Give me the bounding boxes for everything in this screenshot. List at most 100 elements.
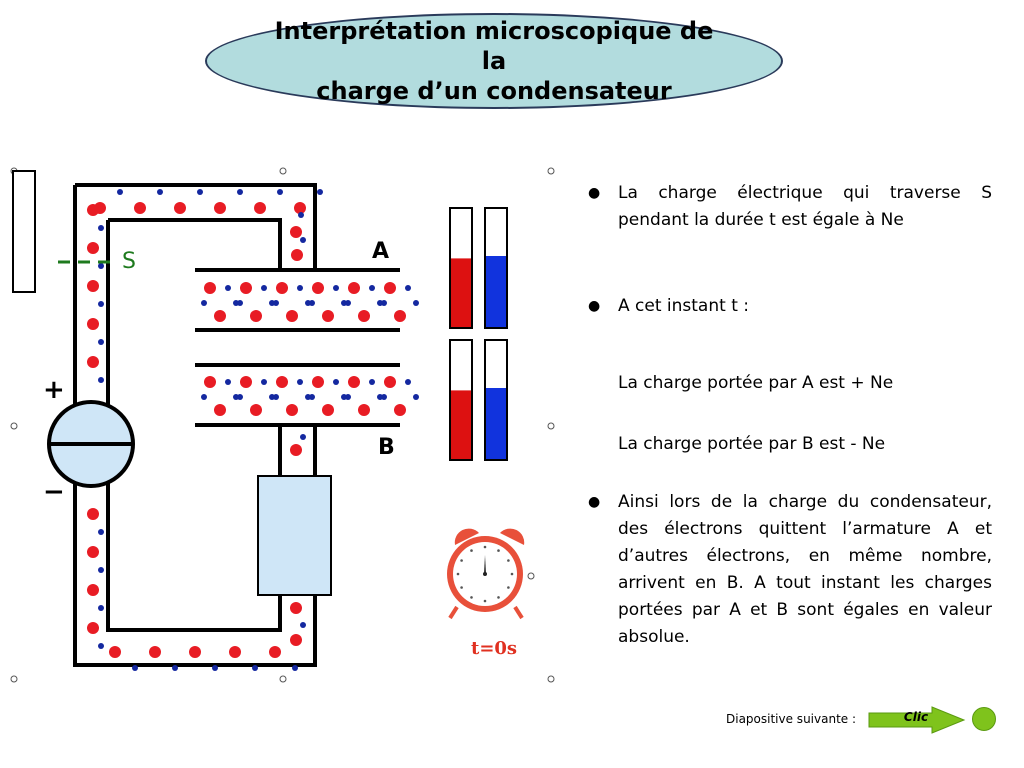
title-line-1: Interprétation microscopique de la [274,17,714,75]
electron [317,189,323,195]
electron [413,300,419,306]
next-slide-nav: Diapositive suivante : Clic [726,706,998,734]
positive-charge [149,646,161,658]
electron [309,394,315,400]
bullet-text-1: La charge électrique qui traverse S pend… [618,183,992,230]
circuit-diagram: S A B + − t=0s [10,167,555,683]
gauge-fill-plate-b-positive [451,390,471,459]
electron [117,189,123,195]
electron [201,394,207,400]
clic-button[interactable]: Clic [903,710,929,724]
gauge-fill-plate-a-positive [451,258,471,327]
electron [98,377,104,383]
side-panel [12,170,36,293]
positive-charge [109,646,121,658]
electron [333,285,339,291]
electron [292,665,298,671]
electron [381,300,387,306]
next-slide-button[interactable] [972,707,996,731]
positive-charge [269,646,281,658]
positive-charge [87,546,99,558]
alarm-clock-icon [447,528,535,620]
positive-charge [87,584,99,596]
title-oval: Interprétation microscopique de la charg… [205,13,783,109]
positive-charge [87,622,99,634]
positive-charge [276,282,288,294]
positive-charge [250,404,262,416]
electron [369,379,375,385]
electron [237,394,243,400]
positive-charge [229,646,241,658]
positive-charge [87,318,99,330]
positive-charge [312,282,324,294]
positive-charge [384,282,396,294]
electron [197,189,203,195]
positive-charge [240,376,252,388]
minus-label: − [43,477,65,507]
electron [381,394,387,400]
positive-charge [286,310,298,322]
bullet-text-2: A cet instant t : [618,296,749,316]
positive-charge [322,404,334,416]
positive-charge [87,204,99,216]
electron [225,379,231,385]
clic-arrow-icon[interactable] [868,706,968,734]
positive-charge [254,202,266,214]
positive-charge [240,282,252,294]
positive-charge [87,508,99,520]
charge-b-line: La charge portée par B est - Ne [618,434,886,454]
positive-charge [214,310,226,322]
gauge-fill-plate-b-negative [486,388,506,459]
electron [261,285,267,291]
positive-charge [322,310,334,322]
electron [273,394,279,400]
positive-charge [189,646,201,658]
charge-gauges [449,207,508,461]
positive-charge [214,404,226,416]
electron [225,285,231,291]
positive-charge [358,404,370,416]
positive-charge [174,202,186,214]
bullet-item-1: ● La charge électrique qui traverse S pe… [588,180,992,234]
bullet-dot: ● [588,494,601,510]
electron [252,665,258,671]
positive-charge [290,634,302,646]
plate-b-label: B [378,435,395,460]
electron [273,300,279,306]
electron [297,285,303,291]
electron [413,394,419,400]
positive-charge [286,404,298,416]
positive-charge [204,376,216,388]
electron [297,379,303,385]
electron [98,605,104,611]
positive-charge [312,376,324,388]
bullet-dot: ● [588,298,601,314]
electron [298,212,304,218]
positive-charge [358,310,370,322]
bullet-item-3: ● Ainsi lors de la charge du condensateu… [588,489,992,651]
plus-label: + [43,375,65,405]
electron [98,339,104,345]
electron [405,379,411,385]
electron [172,665,178,671]
gauge-fill-plate-a-negative [486,256,506,327]
electron [261,379,267,385]
electron [345,300,351,306]
electron [157,189,163,195]
positive-charge [394,404,406,416]
electron [201,300,207,306]
title-line-2: charge d’un condensateur [316,77,672,105]
electron [309,300,315,306]
positive-charge [87,280,99,292]
bullet-item-2: ● A cet instant t : [588,293,992,320]
timer-label: t=0s [471,638,517,659]
electron [132,665,138,671]
positive-charge [384,376,396,388]
electron [98,263,104,269]
electron [277,189,283,195]
electron [212,665,218,671]
plate-a-label: A [372,239,389,264]
electron [300,434,306,440]
charge-particles [87,189,419,671]
positive-charge [204,282,216,294]
